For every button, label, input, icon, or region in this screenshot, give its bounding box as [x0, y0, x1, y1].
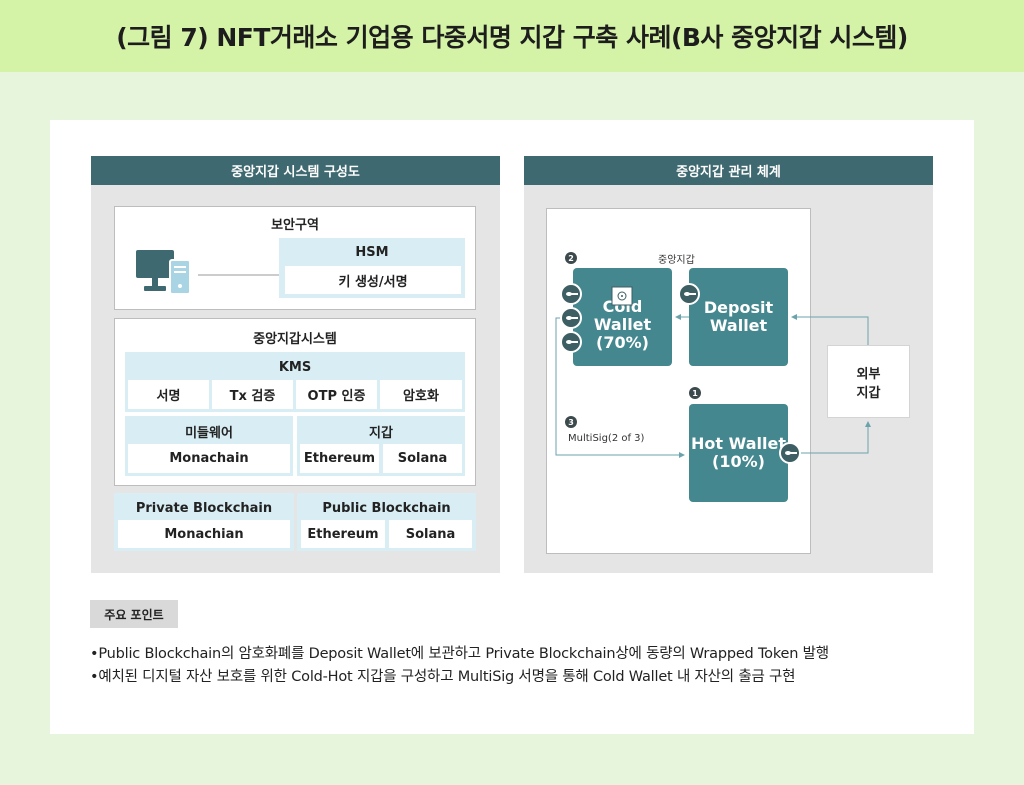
page-title: (그림 7) NFT거래소 기업용 다중서명 지갑 구축 사례(B사 중앙지갑 … — [0, 0, 1024, 72]
middleware-item: Monachain — [128, 444, 290, 473]
hot-wallet-name: Hot Wallet — [691, 434, 786, 453]
key-points-tag: 주요 포인트 — [90, 600, 178, 628]
kms-title: KMS — [278, 359, 312, 375]
kms-item: OTP 인증 — [296, 380, 377, 409]
step-number: 1 — [689, 387, 701, 399]
step-number: 3 — [565, 416, 577, 428]
key-icon — [560, 283, 582, 305]
hot-wallet-share: (10%) — [712, 452, 765, 471]
deposit-wallet-name2: Wallet — [709, 316, 768, 335]
external-wallet: 외부 지갑 — [827, 345, 910, 418]
external-wallet-line1: 외부 — [856, 366, 881, 382]
right-panel-heading: 중앙지갑 관리 체계 — [524, 156, 933, 185]
key-point-bullet: •예치된 디지털 자산 보호를 위한 Cold-Hot 지갑을 구성하고 Mul… — [90, 669, 796, 685]
kms-item: 암호화 — [380, 380, 462, 409]
deposit-wallet-name: Deposit — [703, 298, 774, 317]
key-icon — [678, 283, 700, 305]
central-wallet-label: 중앙지갑 — [658, 255, 695, 266]
wallet-item: Ethereum — [300, 444, 379, 473]
computer-icon — [134, 248, 194, 296]
middleware-title: 미들웨어 — [185, 425, 233, 441]
public-blockchain-item: Ethereum — [301, 520, 385, 548]
key-icon — [560, 331, 582, 353]
key-icon — [779, 442, 801, 464]
hsm-title: HSM — [355, 244, 389, 260]
step-number: 2 — [565, 252, 577, 264]
kms-item: 서명 — [128, 380, 209, 409]
kms-item: Tx 검증 — [212, 380, 293, 409]
hsm-item: 키 생성/서명 — [285, 266, 461, 294]
hot-wallet: Hot Wallet (10%) — [689, 404, 788, 502]
left-panel-heading: 중앙지갑 시스템 구성도 — [91, 156, 500, 185]
multisig-label: MultiSig(2 of 3) — [568, 433, 645, 444]
key-point-bullet: •Public Blockchain의 암호화폐를 Deposit Wallet… — [90, 646, 829, 662]
wallet-title: 지갑 — [369, 425, 393, 441]
public-blockchain-item: Solana — [389, 520, 472, 548]
external-wallet-line2: 지갑 — [856, 385, 881, 401]
private-blockchain-item: Monachian — [118, 520, 290, 548]
key-icon — [560, 307, 582, 329]
private-blockchain-title: Private Blockchain — [135, 500, 273, 516]
safe-icon — [611, 286, 633, 306]
security-zone-label: 보안구역 — [271, 217, 319, 233]
cold-wallet-share: (70%) — [596, 333, 649, 352]
central-system-label: 중앙지갑시스템 — [253, 331, 337, 347]
deposit-wallet: Deposit Wallet — [689, 268, 788, 366]
public-blockchain-title: Public Blockchain — [322, 500, 451, 516]
cold-wallet: Cold Wallet (70%) — [573, 268, 672, 366]
wallet-item: Solana — [383, 444, 462, 473]
